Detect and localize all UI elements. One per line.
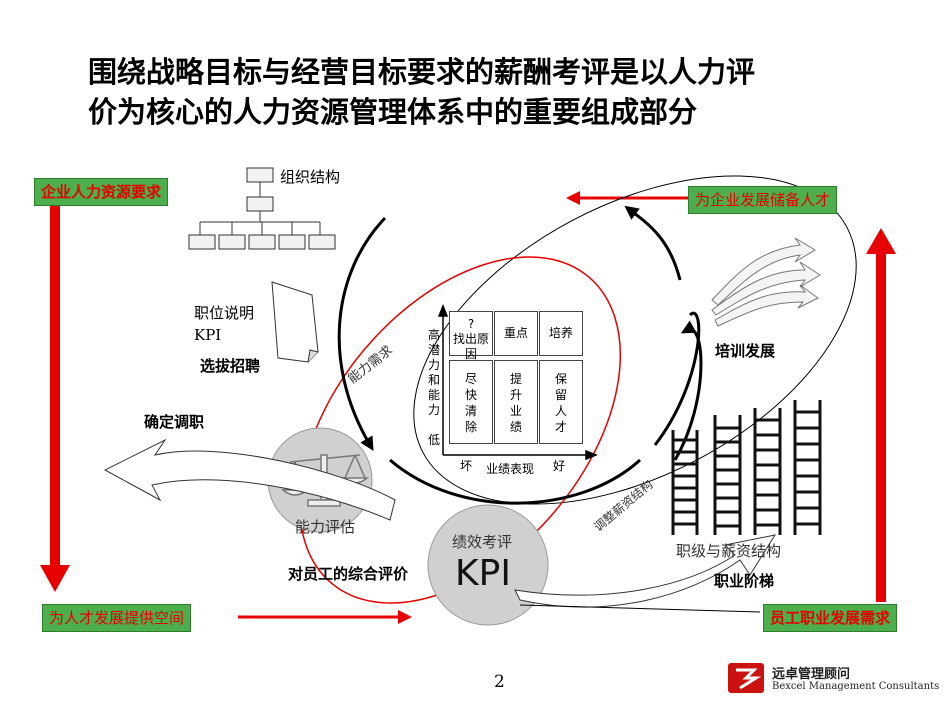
label-selection: 选拔招聘 — [200, 357, 261, 375]
label-ability-assess: 能力评估 — [295, 518, 356, 536]
right-red-arrow — [866, 228, 896, 602]
cycle-arc-bottom — [389, 458, 642, 505]
red-ellipse — [298, 256, 622, 604]
career-ladder-icon — [671, 400, 822, 535]
label-career-ladder: 职业阶梯 — [714, 572, 775, 590]
matrix-x-low: 坏 — [460, 459, 473, 473]
matrix-y-char: 高 — [427, 328, 440, 342]
document-icon — [271, 281, 319, 363]
label-org-structure: 组织结构 — [280, 168, 341, 186]
logo-cn: 远卓管理顾问 — [772, 667, 851, 682]
box-talent-space-label: 为人才发展提供空间 — [49, 609, 185, 627]
matrix-cell-cultivate: 培养 — [539, 311, 583, 356]
matrix-y-char: 和 — [427, 373, 440, 387]
matrix-y-char: 能 — [427, 388, 440, 402]
title-line-1: 围绕战略目标与经营目标要求的薪酬考评是以人力评 — [88, 55, 756, 89]
matrix-cell-retain: 保 留 人 才 — [539, 360, 583, 444]
left-swoosh-arrow — [103, 438, 396, 521]
cycle-arc-right — [653, 311, 701, 446]
box-employee-career-label: 员工职业发展需求 — [770, 609, 891, 627]
bottom-red-arrow — [238, 610, 412, 624]
matrix-y-char: 力 — [427, 358, 440, 372]
label-grade-salary: 职级与薪资结构 — [676, 542, 782, 560]
label-perf-eval: 绩效考评 — [452, 533, 513, 551]
label-reassign: 确定调职 — [144, 413, 205, 431]
matrix-y-char: 低 — [427, 433, 440, 447]
matrix-cell-find-cause: ? 找出原因 — [449, 311, 493, 361]
label-job-desc-line2: KPI — [194, 326, 222, 344]
matrix-y-char — [427, 418, 441, 433]
box-talent-space: 为人才发展提供空间 — [42, 604, 192, 632]
kpi-connector-line — [519, 604, 761, 613]
label-training: 培训发展 — [715, 342, 776, 360]
label-job-desc-line1: 职位说明 — [194, 304, 255, 322]
matrix-cell-remove: 尽 快 清 除 — [449, 360, 493, 444]
matrix-y-char: 潜 — [427, 343, 440, 357]
label-comprehensive-eval: 对员工的综合评价 — [288, 565, 409, 583]
cycle-arc-right-up — [673, 320, 703, 461]
matrix-cell-focus: 重点 — [494, 311, 538, 356]
right-swoosh-arrow — [514, 534, 777, 608]
box-talent-reserve-label: 为企业发展储备人才 — [695, 191, 831, 209]
cycle-arc-left — [337, 216, 387, 452]
matrix-axes — [437, 303, 599, 461]
logo-en: Bexcel Management Consultants — [772, 681, 940, 692]
cycle-arc-top — [624, 205, 682, 281]
title-line-2: 价为核心的人力资源管理体系中的重要组成部分 — [88, 95, 698, 129]
page-title: 围绕战略目标与经营目标要求的薪酬考评是以人力评 价为核心的人力资源管理体系中的重… — [88, 52, 755, 132]
org-chart-icon — [188, 167, 336, 250]
training-arrows-icon — [711, 237, 821, 327]
matrix-y-axis: 高 潜 力 和 能 力 低 — [427, 328, 441, 448]
page-number: 2 — [494, 672, 505, 692]
logo-mark — [728, 663, 764, 693]
matrix-x-label: 业绩表现 — [486, 462, 535, 476]
label-kpi: KPI — [455, 553, 511, 594]
box-enterprise-hr-label: 企业人力资源要求 — [41, 183, 162, 201]
box-employee-career: 员工职业发展需求 — [763, 604, 898, 632]
label-job-description: 职位说明 KPI — [194, 302, 254, 346]
box-enterprise-hr: 企业人力资源要求 — [34, 178, 169, 206]
left-red-arrow — [40, 205, 70, 592]
matrix-cell-improve: 提 升 业 绩 — [494, 360, 538, 444]
top-red-arrow — [566, 191, 688, 205]
matrix-y-char: 力 — [427, 403, 440, 417]
box-talent-reserve: 为企业发展储备人才 — [688, 186, 838, 214]
matrix-x-high: 好 — [553, 459, 566, 473]
